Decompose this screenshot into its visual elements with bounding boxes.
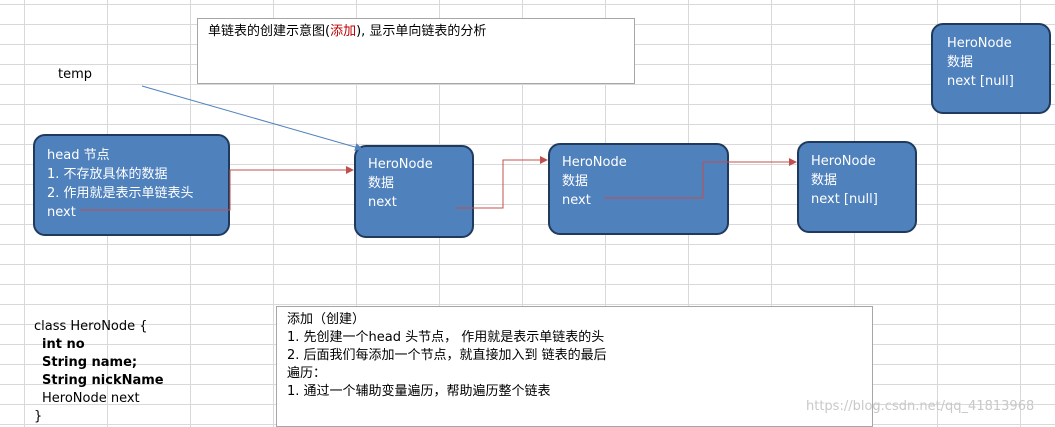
head-node-line: 2. 作用就是表示单链表头 xyxy=(47,186,194,201)
watermark: https://blog.csdn.net/qq_41813968 xyxy=(806,399,1035,414)
title-highlight: 添加 xyxy=(330,24,357,39)
head-node: head 节点 1. 不存放具体的数据 2. 作用就是表示单链表头 next xyxy=(33,134,230,236)
node-title: HeroNode xyxy=(947,36,1012,51)
code-line: class HeroNode { xyxy=(34,319,148,334)
head-node-line: head 节点 xyxy=(47,148,110,163)
code-line: String nickName xyxy=(42,373,164,388)
hero-node-3: HeroNode 数据 next [null] xyxy=(797,141,917,233)
note-line: 1. 通过一个辅助变量遍历，帮助遍历整个链表 xyxy=(287,384,551,399)
class-definition: class HeroNode { int no String name; Str… xyxy=(34,318,164,426)
note-line: 遍历： xyxy=(287,366,327,381)
hero-node-1: HeroNode 数据 next xyxy=(354,145,474,238)
node-data: 数据 xyxy=(947,55,974,70)
head-node-next: next xyxy=(47,205,76,220)
code-line: HeroNode next xyxy=(42,391,140,406)
node-title: HeroNode xyxy=(368,157,433,172)
node-next: next xyxy=(368,195,397,210)
title-prefix: 单链表的创建示意图( xyxy=(208,24,331,39)
code-line: String name; xyxy=(42,355,138,370)
hero-node-4: HeroNode 数据 next [null] xyxy=(931,23,1051,114)
node-next: next [null] xyxy=(811,192,878,207)
node-next: next xyxy=(562,193,591,208)
code-line: } xyxy=(34,409,43,424)
hero-node-2: HeroNode 数据 next xyxy=(548,143,729,235)
node-title: HeroNode xyxy=(811,154,876,169)
node-data: 数据 xyxy=(562,174,589,189)
note-line: 添加（创建） xyxy=(287,312,366,327)
head-node-line: 1. 不存放具体的数据 xyxy=(47,167,168,182)
title-box: 单链表的创建示意图(添加), 显示单向链表的分析 xyxy=(197,18,635,84)
note-line: 2. 后面我们每添加一个节点，就直接加入到 链表的最后 xyxy=(287,348,607,363)
note-line: 1. 先创建一个head 头节点， 作用就是表示单链表的头 xyxy=(287,330,605,345)
node-next: next [null] xyxy=(947,74,1014,89)
temp-label: temp xyxy=(58,67,93,82)
title-suffix: ), 显示单向链表的分析 xyxy=(356,24,487,39)
code-line: int no xyxy=(42,337,85,352)
node-data: 数据 xyxy=(368,176,395,191)
node-title: HeroNode xyxy=(562,155,627,170)
notes-box: 添加（创建） 1. 先创建一个head 头节点， 作用就是表示单链表的头 2. … xyxy=(276,306,873,427)
node-data: 数据 xyxy=(811,173,838,188)
